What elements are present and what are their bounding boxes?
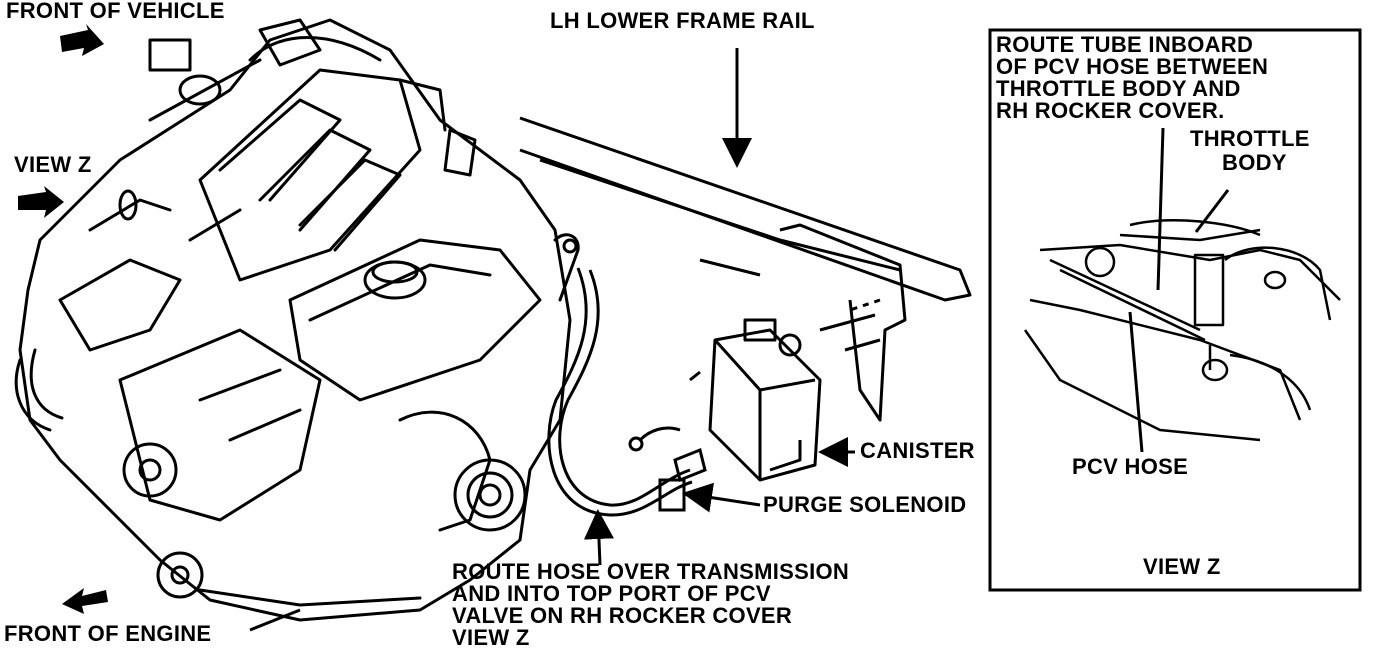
- canister-label: CANISTER: [860, 438, 975, 463]
- route-hose-note: ROUTE HOSE OVER TRANSMISSION AND INTO TO…: [452, 561, 849, 649]
- front-of-vehicle-arrow-icon: [60, 24, 104, 56]
- inset-note-line: ROUTE TUBE INBOARD: [996, 32, 1254, 57]
- inset-note-line: THROTTLE BODY AND: [996, 76, 1241, 101]
- purge-solenoid-label: PURGE SOLENOID: [763, 492, 967, 517]
- inset-illustration: [1023, 219, 1341, 442]
- route-hose-note-line: VIEW Z: [452, 625, 530, 650]
- inset-view-z-title: VIEW Z: [1143, 554, 1221, 579]
- front-of-vehicle-label: FRONT OF VEHICLE: [6, 0, 225, 23]
- view-z-arrow-icon: [18, 186, 64, 218]
- route-hose-note-line: ROUTE HOSE OVER TRANSMISSION: [452, 559, 850, 584]
- view-z-inset-frame: [988, 28, 1362, 592]
- throttle-body-label-line2: BODY: [1222, 150, 1287, 175]
- lh-lower-frame-rail-label: LH LOWER FRAME RAIL: [550, 8, 815, 33]
- route-hose-note-line: AND INTO TOP PORT OF PCV: [452, 581, 771, 606]
- front-of-engine-label: FRONT OF ENGINE: [4, 621, 212, 646]
- route-hose-note-line: VALVE ON RH ROCKER COVER: [452, 603, 793, 628]
- purge-solenoid-illustration: [628, 370, 707, 512]
- inset-leader-lines: [1128, 127, 1230, 453]
- leader-lines: [249, 48, 855, 632]
- pcv-hose-label: PCV HOSE: [1072, 454, 1189, 479]
- view-z-left-label: VIEW Z: [14, 152, 92, 177]
- purge-hose-illustration: [547, 267, 693, 517]
- canister-illustration: [708, 318, 822, 482]
- engine-illustration: [14, 18, 580, 622]
- inset-routing-note: ROUTE TUBE INBOARD OF PCV HOSE BETWEEN T…: [996, 34, 1268, 122]
- frame-rail-illustration: [519, 116, 972, 422]
- front-of-engine-arrow-icon: [62, 588, 108, 614]
- throttle-body-label-line1: THROTTLE: [1190, 126, 1310, 151]
- inset-note-line: OF PCV HOSE BETWEEN: [996, 54, 1269, 79]
- inset-note-line: RH ROCKER COVER.: [996, 98, 1225, 123]
